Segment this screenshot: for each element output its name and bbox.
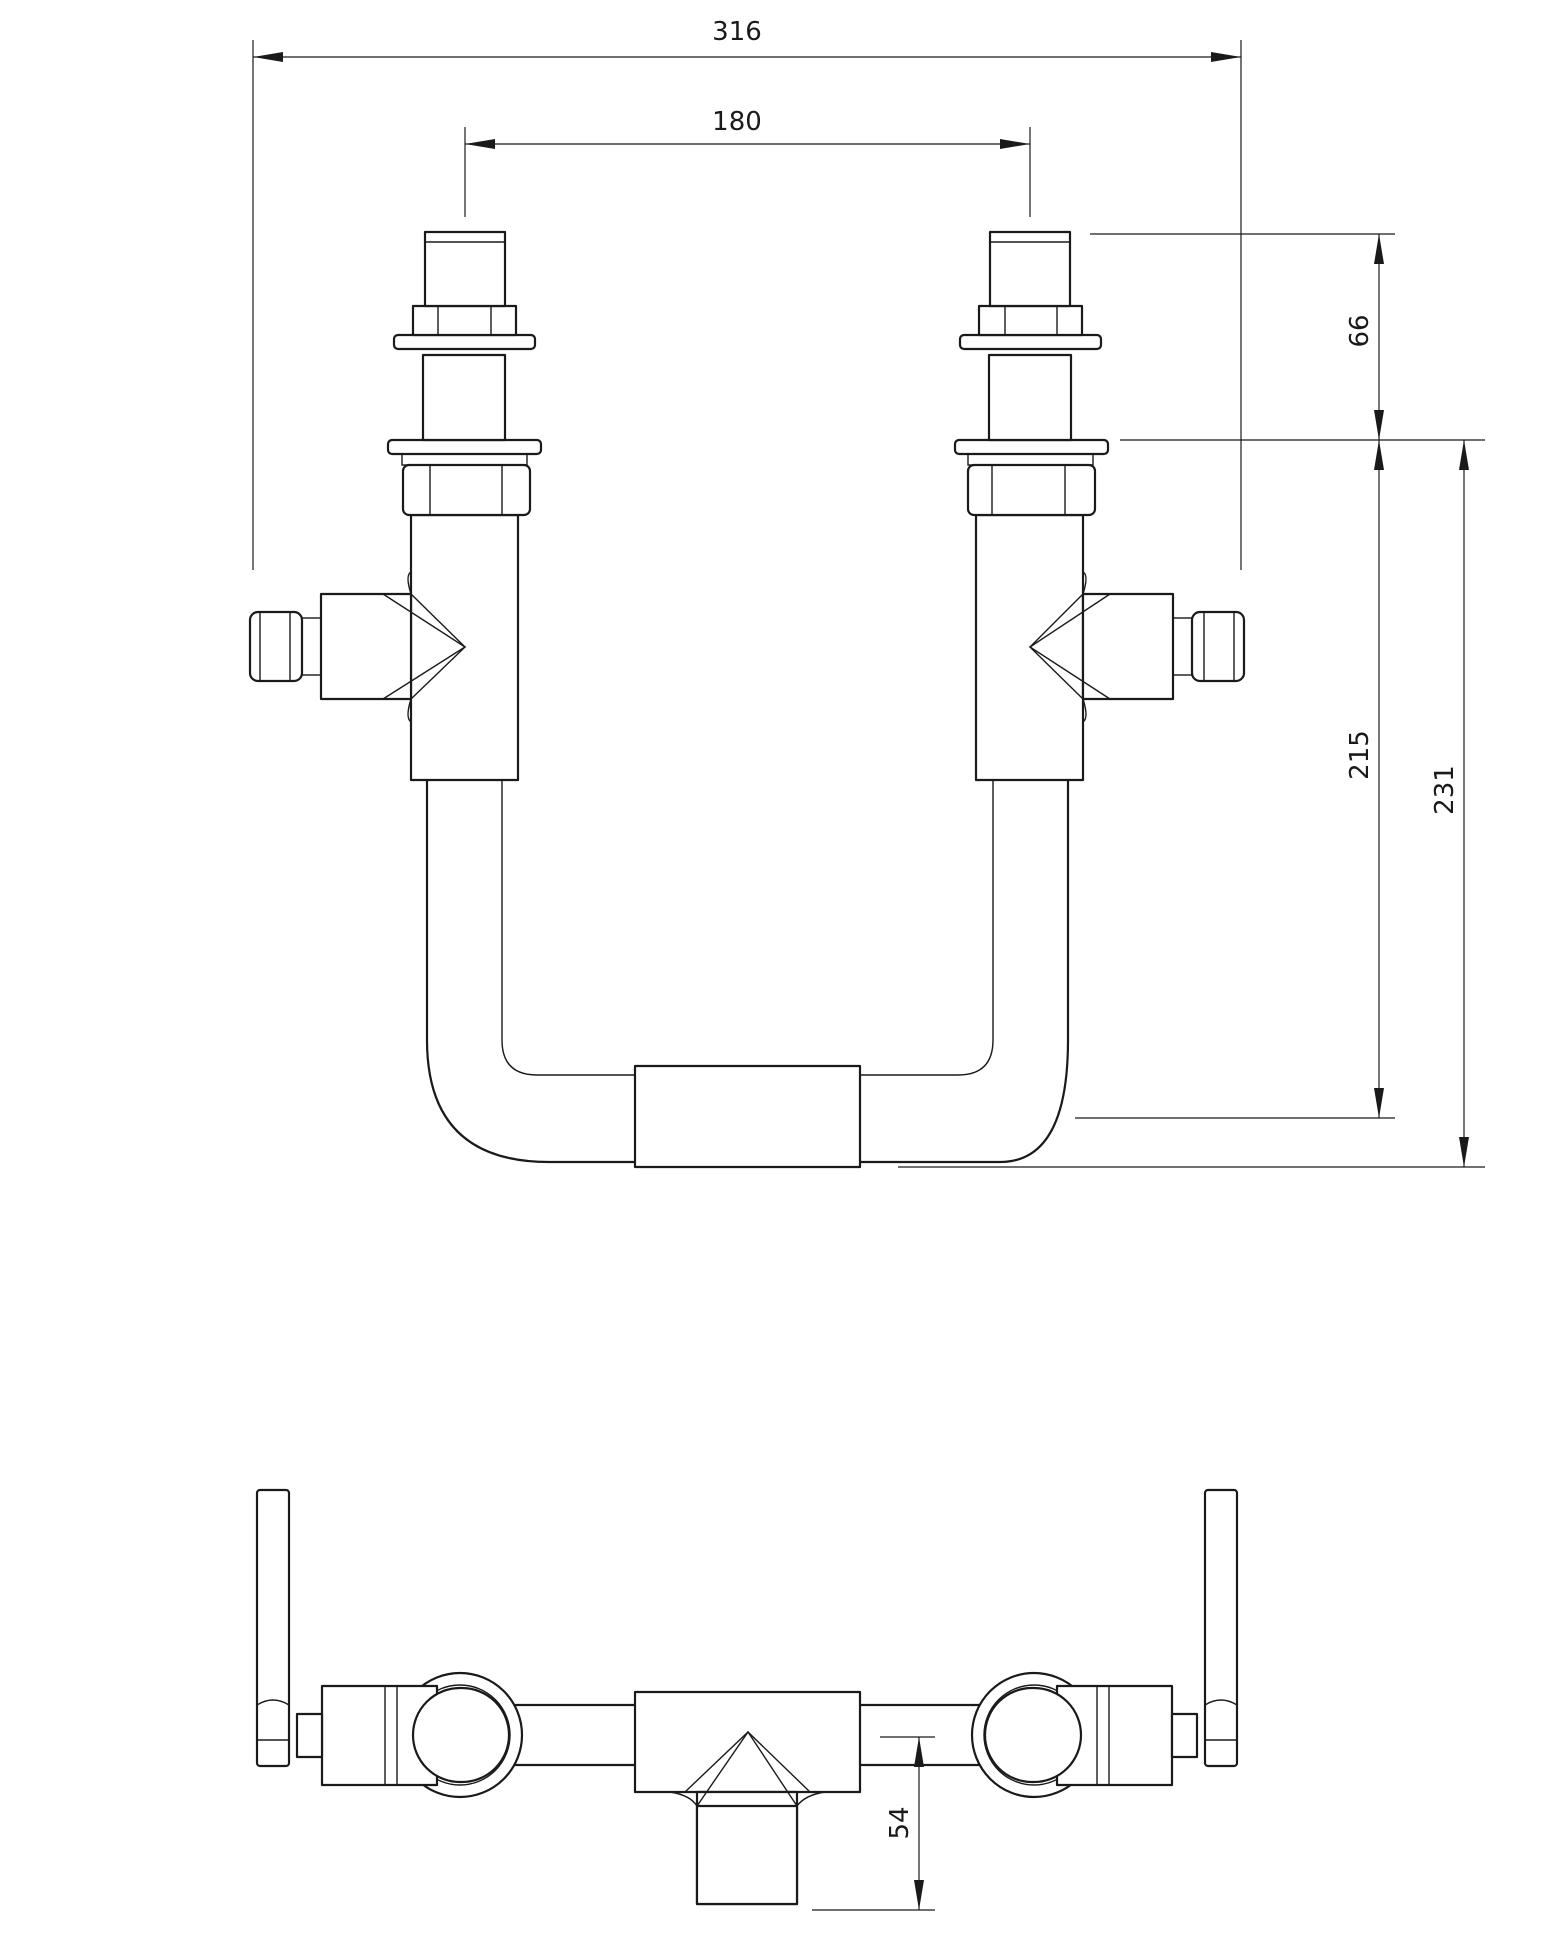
dimension-total-height: 231 xyxy=(898,440,1485,1168)
top-right-handle xyxy=(1203,1488,1239,1768)
right-stem xyxy=(987,353,1073,442)
left-side-outlet xyxy=(319,592,413,701)
top-left-handle xyxy=(255,1488,291,1768)
dim-label-66: 66 xyxy=(1345,314,1375,347)
front-view xyxy=(248,230,1246,1169)
right-upper-washer xyxy=(958,333,1103,351)
left-upper-nut xyxy=(411,304,518,337)
dimension-center-distance: 180 xyxy=(464,107,1031,217)
dim-label-215: 215 xyxy=(1345,730,1375,780)
top-left-elbow xyxy=(411,1686,511,1784)
top-right-elbow xyxy=(983,1686,1083,1784)
left-lower-washer xyxy=(386,438,543,456)
left-stem xyxy=(421,353,507,442)
left-outlet-connector xyxy=(248,610,304,683)
dim-label-316: 316 xyxy=(712,17,762,47)
right-outlet-connector xyxy=(1190,610,1246,683)
top-left-valve xyxy=(255,1488,524,1799)
dimension-spout-depth: 54 xyxy=(812,1736,935,1911)
left-spindle xyxy=(423,230,507,308)
right-lower-washer xyxy=(953,438,1110,456)
top-right-valve xyxy=(970,1488,1239,1799)
u-pipe-outer xyxy=(425,780,1070,1164)
right-hex-nut xyxy=(966,463,1097,517)
left-valve xyxy=(248,230,543,782)
dim-label-231: 231 xyxy=(1430,765,1460,815)
left-upper-washer xyxy=(392,333,537,351)
right-upper-nut xyxy=(977,304,1084,337)
center-coupling xyxy=(633,1064,862,1169)
right-spindle xyxy=(988,230,1072,308)
top-center-body xyxy=(633,1690,862,1794)
top-right-boss xyxy=(1170,1712,1199,1759)
right-valve xyxy=(953,230,1246,782)
left-hex-nut xyxy=(401,463,532,517)
dim-label-180: 180 xyxy=(712,107,762,137)
dim-label-54: 54 xyxy=(885,1806,915,1839)
top-view xyxy=(255,1488,1239,1906)
right-side-outlet xyxy=(1081,592,1175,701)
top-left-boss xyxy=(295,1712,324,1759)
dimension-overall-width: 316 xyxy=(252,17,1242,570)
dimension-body-height: 215 xyxy=(1075,440,1395,1119)
top-spout-tip xyxy=(695,1804,799,1906)
dimension-spindle-height: 66 xyxy=(1090,233,1485,441)
